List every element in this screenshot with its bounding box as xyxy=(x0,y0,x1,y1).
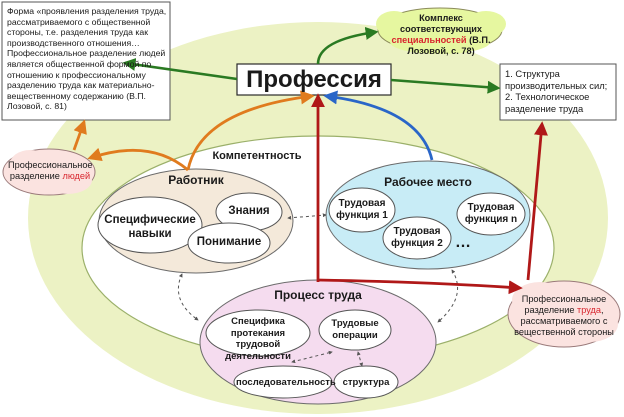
sequence-operations-link xyxy=(291,350,333,364)
funcn-ellipse xyxy=(456,192,526,236)
labor-function-2: Трудовая функция 2 xyxy=(391,226,443,249)
specialties-cloud-text: Комплекс соответствующих специальностей … xyxy=(391,13,491,56)
arrow-workplace-to-title xyxy=(323,90,434,161)
specialties-cloud xyxy=(376,7,506,54)
arrow-labor-cloud-to-structure xyxy=(526,121,548,281)
knowledge: Знания xyxy=(228,205,270,217)
labor-function-1: Трудовая функция 1 xyxy=(336,198,388,221)
structure: структура xyxy=(342,377,390,388)
structure-box-frame xyxy=(499,63,617,121)
structure-line-1: 1. Структура производительных сил; xyxy=(505,68,608,91)
quote-box-frame xyxy=(1,1,171,121)
arrow-worker-to-title xyxy=(186,90,315,171)
labor-division-cloud xyxy=(507,280,621,348)
people-cloud-text: Профессиональное разделение людей xyxy=(8,160,93,181)
arrow-people-cloud-to-quote xyxy=(72,119,87,151)
labor-operations: Трудовые операции xyxy=(331,318,379,341)
process-title: Процесс труда xyxy=(274,288,362,302)
understanding: Понимание xyxy=(196,236,262,248)
structure-operations-link xyxy=(356,351,364,367)
arrow-to-specialties xyxy=(316,26,379,65)
competence-label: Компетентность xyxy=(212,150,302,162)
worker-title: Работник xyxy=(168,173,224,187)
labor-cloud-text: Профессиональное разделение труда, рассм… xyxy=(514,294,614,337)
skills-ellipse xyxy=(97,196,203,254)
structure-ellipse xyxy=(333,365,399,399)
structure-box: 1. Структура производительных сил; 2. Те… xyxy=(505,68,615,114)
title-box-frame xyxy=(236,63,392,96)
arrow-worker-to-people-cloud xyxy=(87,147,189,172)
process-specifics: Специфика протекания трудовой деятельнос… xyxy=(225,316,291,362)
specifics-ellipse xyxy=(205,309,311,357)
arrow-to-structure xyxy=(390,78,501,94)
func1-ellipse xyxy=(328,187,396,233)
func2-ellipse xyxy=(382,216,452,260)
quote-text: Форма «проявления разделения труда, расс… xyxy=(7,6,167,112)
functions-ellipsis: … xyxy=(455,234,471,251)
operations-ellipse xyxy=(318,309,392,351)
structure-line-2: 2. Технологическое разделение труда xyxy=(505,91,590,114)
labor-function-n: Трудовая функция n xyxy=(464,202,518,225)
sequence: последовательность xyxy=(236,377,336,388)
worker-workplace-link xyxy=(287,213,327,220)
understanding-ellipse xyxy=(187,222,271,264)
arrow-to-quote xyxy=(122,58,238,81)
worker-process-link xyxy=(178,273,199,321)
arrow-process-to-labor-cloud xyxy=(317,278,523,295)
workplace-title: Рабочее место xyxy=(384,175,472,189)
specific-skills: Специфические навыки xyxy=(104,214,196,240)
sequence-ellipse xyxy=(233,365,333,399)
people-division-cloud xyxy=(2,148,96,196)
page-title: Профессия xyxy=(246,66,382,93)
